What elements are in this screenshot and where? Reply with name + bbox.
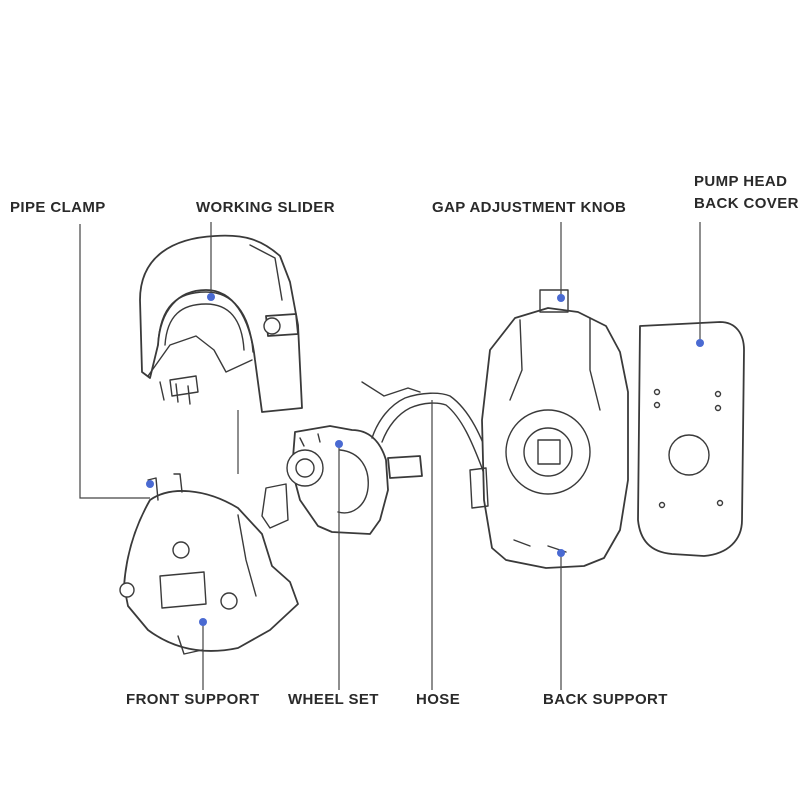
marker-dots (146, 293, 704, 626)
back-support-label: BACK SUPPORT (543, 691, 668, 708)
gap-adjustment-knob-label: GAP ADJUSTMENT KNOB (432, 199, 627, 216)
front-support-label: FRONT SUPPORT (126, 691, 260, 708)
pump-head-back-cover-part (637, 321, 745, 557)
working-slider-marker-dot (207, 293, 215, 301)
wheel-set-part (261, 425, 423, 535)
front-support-marker-dot (199, 618, 207, 626)
front-support-part (119, 473, 299, 655)
hose-label: HOSE (416, 691, 461, 708)
back-support-marker-dot (557, 549, 565, 557)
pump-head-back-cover-label-line2: BACK COVER (694, 195, 799, 212)
wheel-set-marker-dot (335, 440, 343, 448)
leader-lines (79, 222, 701, 690)
working-slider-label: WORKING SLIDER (196, 199, 335, 216)
back-support-part (469, 289, 629, 569)
pipe-clamp-marker-dot (146, 480, 154, 488)
wheel-set-label: WHEEL SET (288, 691, 379, 708)
pump-head-back-cover-marker-dot (696, 339, 704, 347)
gap-adjustment-knob-marker-dot (557, 294, 565, 302)
pump-head-back-cover-label-line1: PUMP HEAD (694, 173, 788, 190)
pipe-clamp-label: PIPE CLAMP (10, 199, 106, 216)
working-slider-part (139, 234, 303, 413)
